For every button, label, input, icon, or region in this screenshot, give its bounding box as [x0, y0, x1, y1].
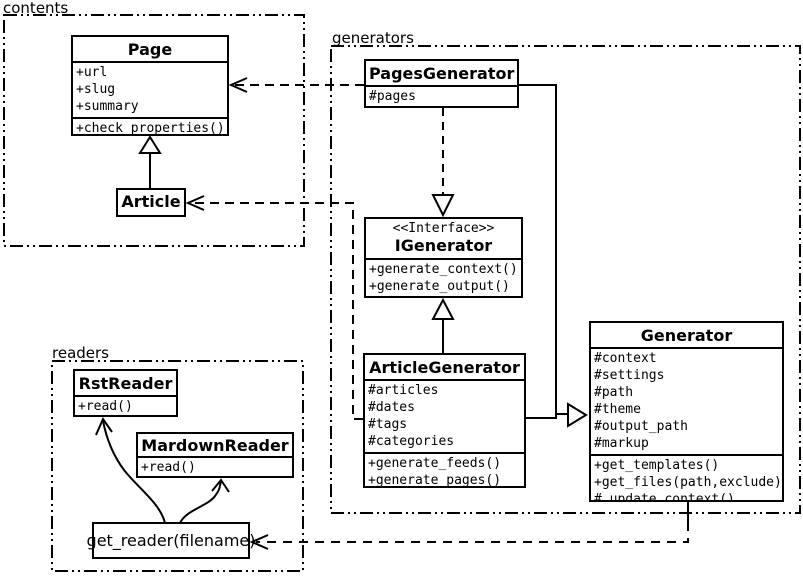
package-label-readers: readers — [52, 344, 109, 362]
dependency-arrow-articlegenerator-to-article — [185, 195, 363, 420]
call-arrow-getreader-to-mardownreader — [179, 478, 230, 524]
attribute: #tags — [368, 417, 408, 432]
package-label-generators: generators — [332, 29, 414, 47]
class-box-articlegenerator: ArticleGenerator #articles #dates #tags … — [363, 353, 526, 488]
method: #_update_context() — [594, 492, 735, 502]
method: +read() — [141, 460, 196, 475]
method: +generate_output() — [369, 279, 510, 294]
class-title-page: Page — [127, 40, 173, 59]
page-attributes-section: +url +slug +summary — [73, 61, 227, 117]
method: +get_templates() — [594, 458, 720, 473]
method: +check_properties() — [76, 121, 225, 136]
attribute: #pages — [369, 89, 416, 104]
dependency-arrow-pagesgenerator-to-page — [228, 77, 364, 93]
mardownreader-methods-section: +read() — [138, 456, 292, 476]
class-box-pagesgenerator: PagesGenerator #pages — [364, 59, 519, 108]
attribute: +url — [76, 65, 108, 80]
inheritance-arrow-articlegenerator-to-igenerator — [431, 297, 455, 353]
package-border-contents — [3, 14, 305, 247]
articlegenerator-attributes-section: #articles #dates #tags #categories — [365, 379, 524, 452]
attribute: #theme — [594, 402, 641, 417]
get-reader-label: get_reader(filename) — [86, 531, 256, 550]
attribute: #categories — [368, 434, 455, 449]
call-arrow-getreader-to-rstreader — [95, 416, 166, 524]
articlegenerator-methods-section: +generate_feeds() +generate_pages() — [365, 452, 524, 488]
package-border-readers — [51, 360, 304, 572]
class-title-article: Article — [121, 192, 181, 211]
method: +generate_pages() — [368, 473, 502, 488]
class-box-igenerator: <<Interface>> IGenerator +generate_conte… — [364, 217, 523, 298]
package-border-generators — [330, 45, 801, 514]
class-title-igenerator: IGenerator — [394, 236, 493, 255]
generator-methods-section: +get_templates() +get_files(path,exclude… — [591, 454, 782, 502]
attribute: #output_path — [594, 419, 688, 434]
package-label-contents: contents — [3, 0, 69, 17]
class-box-article: Article — [116, 188, 186, 217]
attribute: +summary — [76, 99, 139, 114]
method: +generate_feeds() — [368, 456, 502, 471]
class-box-rstreader: RstReader +read() — [73, 369, 178, 417]
inheritance-arrow-article-to-page — [138, 135, 162, 188]
class-title-pagesgenerator: PagesGenerator — [369, 64, 515, 83]
igenerator-methods-section: +generate_context() +generate_output() — [366, 258, 521, 296]
rstreader-methods-section: +read() — [75, 395, 176, 415]
attribute: #markup — [594, 436, 649, 451]
class-box-mardownreader: MardownReader +read() — [136, 432, 294, 478]
class-title-mardownreader: MardownReader — [141, 436, 289, 455]
realization-arrow-pagesgenerator-to-igenerator — [431, 108, 455, 218]
attribute: +slug — [76, 82, 116, 97]
page-methods-section: +check_properties() — [73, 117, 227, 136]
class-box-generator: Generator #context #settings #path #them… — [589, 321, 784, 502]
attribute: #settings — [594, 368, 665, 383]
class-title-generator: Generator — [640, 326, 733, 345]
inheritance-arrow-generators-to-generator — [519, 84, 588, 428]
interface-stereotype: <<Interface>> — [392, 221, 495, 236]
attribute: #path — [594, 385, 634, 400]
generator-attributes-section: #context #settings #path #theme #output_… — [591, 347, 782, 454]
method: +read() — [78, 399, 133, 414]
attribute: #dates — [368, 400, 415, 415]
function-box-get-reader: get_reader(filename) — [87, 522, 255, 559]
dependency-arrow-generator-to-getreader — [249, 502, 689, 550]
igenerator-header: <<Interface>> IGenerator — [366, 219, 521, 258]
pagesgenerator-attributes-section: #pages — [366, 85, 517, 106]
method: +generate_context() — [369, 262, 518, 277]
class-title-rstreader: RstReader — [78, 374, 173, 393]
attribute: #articles — [368, 383, 439, 398]
attribute: #context — [594, 351, 657, 366]
method: +get_files(path,exclude) — [594, 475, 782, 490]
class-box-page: Page +url +slug +summary +check_properti… — [71, 35, 229, 136]
class-title-articlegenerator: ArticleGenerator — [369, 358, 520, 377]
